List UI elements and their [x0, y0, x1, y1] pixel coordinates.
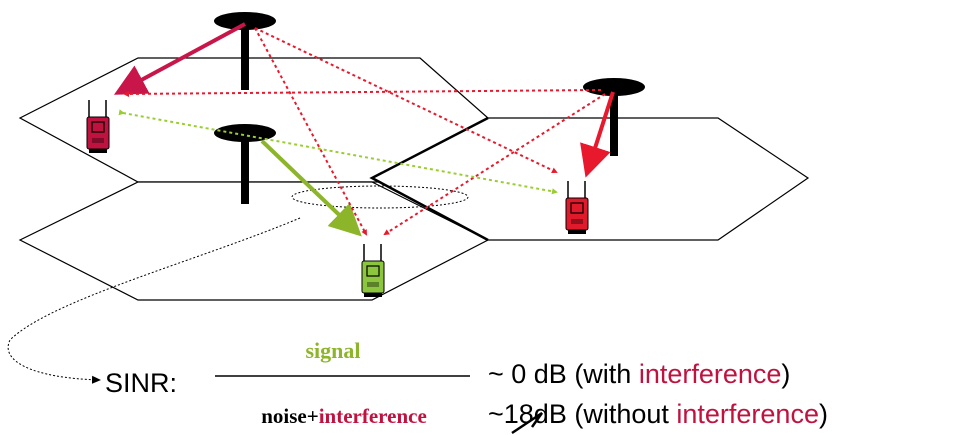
cross-link-arrow — [118, 109, 558, 195]
strike-mark — [511, 411, 544, 435]
base-station-antenna-icon — [583, 78, 645, 156]
interference-arrow — [123, 89, 602, 97]
signal-arrow-crimson — [113, 22, 246, 95]
signal-arrow-red — [580, 91, 615, 178]
numerator-signal: signal — [305, 338, 360, 363]
base-station-antenna-icon — [214, 12, 276, 90]
pointer-curve — [7, 217, 301, 384]
result-with-interference: ~ 0 dB (with interference) — [488, 359, 790, 389]
interference-arrow — [383, 93, 606, 236]
denominator: noise+interference — [261, 404, 427, 428]
result-without-interference: ~18dB (without interference) — [488, 399, 828, 429]
sinr-label: SINR: — [105, 368, 177, 398]
